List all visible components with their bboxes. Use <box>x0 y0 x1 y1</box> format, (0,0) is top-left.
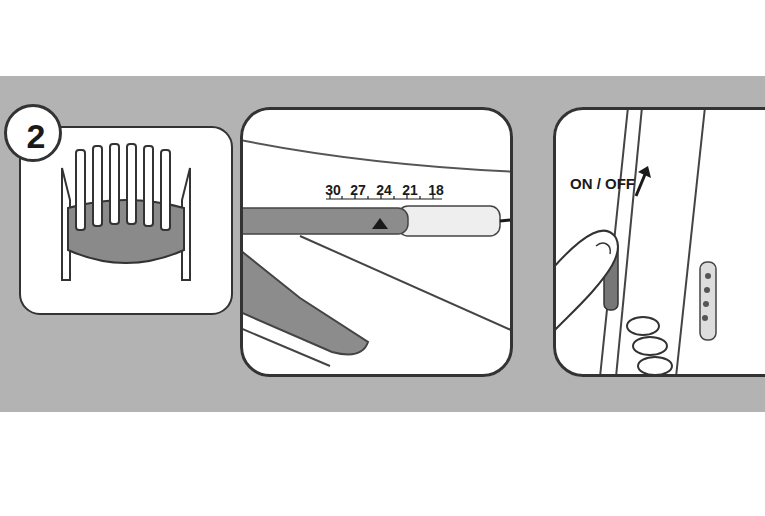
finger <box>638 357 672 375</box>
length-value: 30 <box>325 183 341 197</box>
comb-tooth <box>144 146 153 226</box>
comb-tooth <box>110 144 119 224</box>
length-value: 21 <box>402 183 418 197</box>
clipper-body <box>240 140 513 366</box>
comb-tooth <box>127 144 136 224</box>
slider-pointer <box>372 218 388 229</box>
push-arrow-head <box>638 166 651 178</box>
length-value: 27 <box>350 183 366 197</box>
vent-dot <box>703 301 709 307</box>
switch-label: ON / OFF <box>570 176 635 191</box>
hand-and-switch <box>553 107 716 377</box>
finger <box>633 337 667 355</box>
push-arrow <box>636 172 646 196</box>
vent-dot <box>704 287 710 293</box>
length-value: 18 <box>428 183 444 197</box>
body-edge <box>240 140 513 172</box>
comb-attachment <box>62 144 190 280</box>
step-number: 2 <box>4 104 62 162</box>
length-value: 24 <box>376 183 392 197</box>
thumb <box>553 231 618 332</box>
slider-track <box>398 206 500 236</box>
finger <box>627 317 659 335</box>
switch-panel-fill <box>553 107 765 377</box>
vent-dot <box>702 315 708 321</box>
thumbnail <box>596 243 610 254</box>
device-edge <box>616 107 642 377</box>
vent <box>700 262 716 340</box>
comb-tooth <box>93 146 102 226</box>
comb-tooth <box>161 150 170 230</box>
slider <box>240 208 408 234</box>
comb-tooth <box>76 150 85 230</box>
switch-panel: ON / OFF <box>553 107 765 377</box>
scale-panel: 30 27 24 21 18 <box>240 107 513 377</box>
step-number: 2 <box>27 119 46 153</box>
body-edge <box>240 328 330 366</box>
comb-side <box>240 250 368 354</box>
vent-dot <box>705 273 711 279</box>
